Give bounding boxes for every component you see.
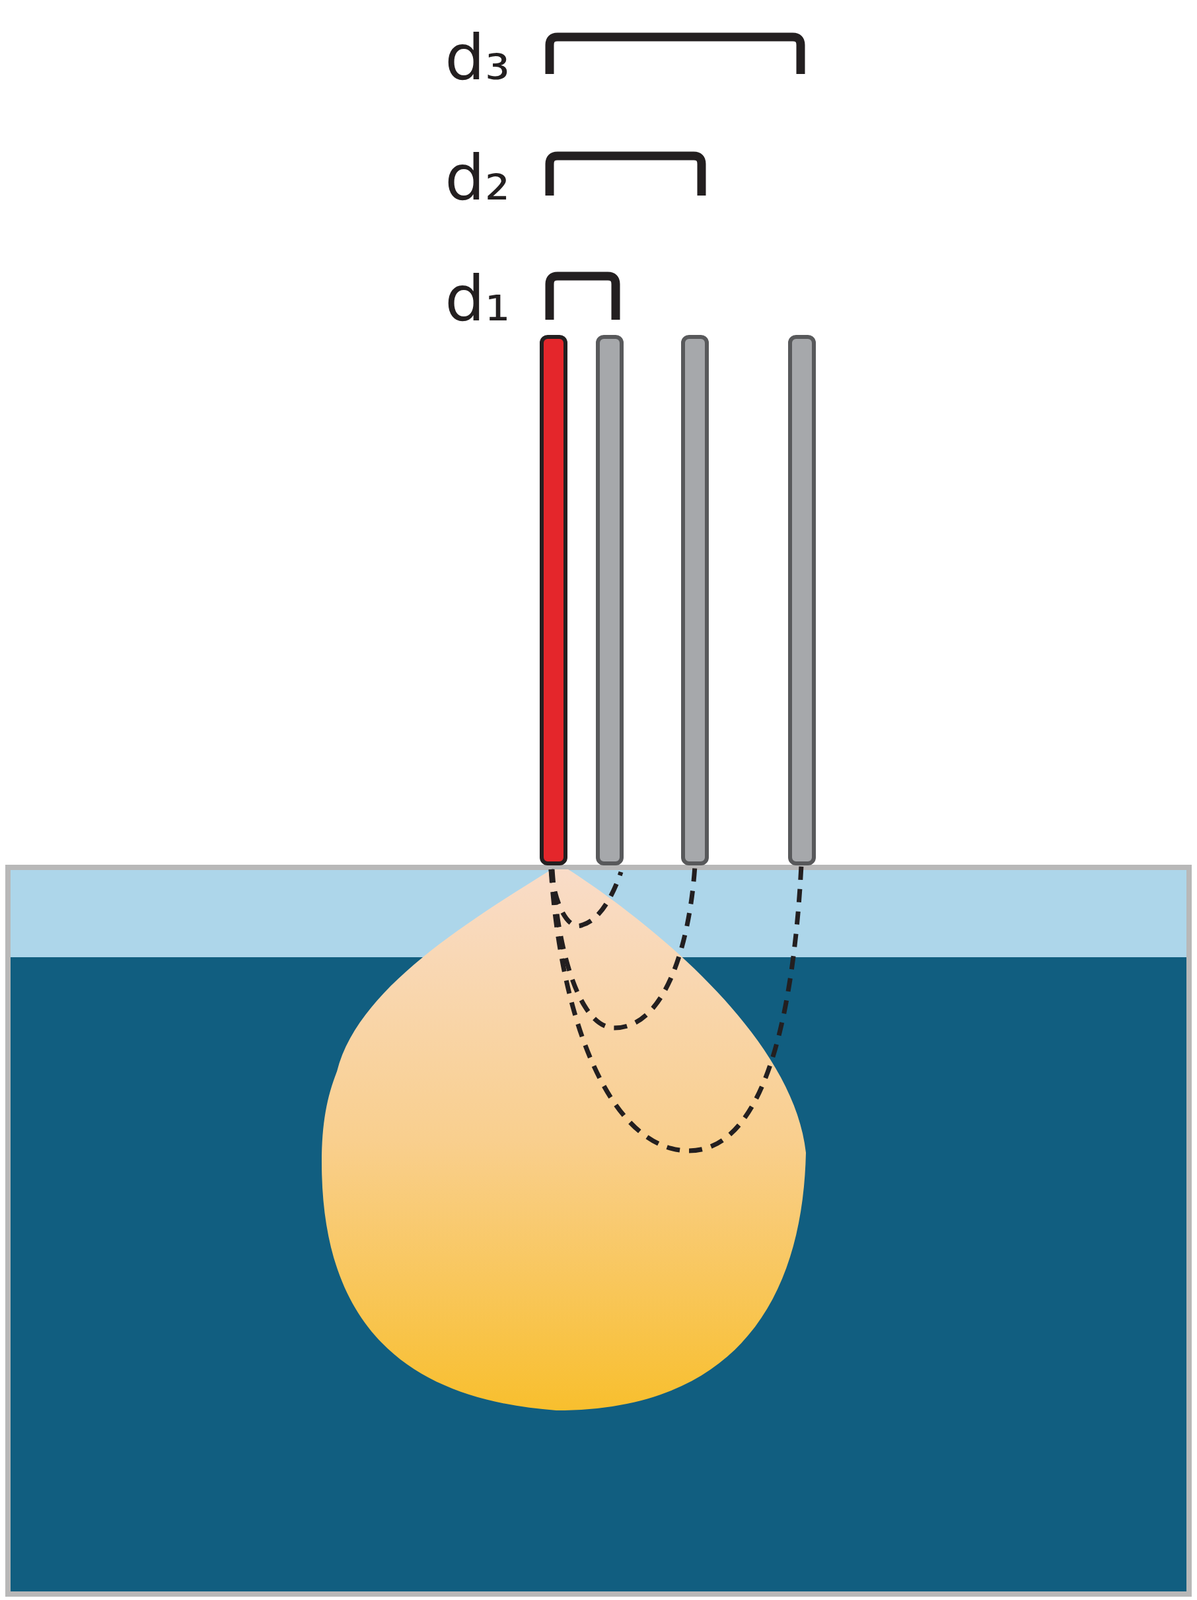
brackets	[549, 36, 801, 320]
distance-bracket	[549, 36, 801, 74]
detector-probe	[790, 336, 814, 864]
tissue	[7, 867, 1190, 1595]
light-paths	[550, 865, 802, 1151]
source-probe	[541, 336, 566, 864]
distance-label: d₁	[445, 267, 510, 331]
detector-probe	[683, 336, 707, 864]
distance-bracket	[549, 155, 702, 196]
detector-probe	[597, 336, 622, 864]
sensitivity-region	[321, 869, 806, 1411]
distance-label: d₂	[445, 146, 510, 210]
light-path	[550, 869, 621, 927]
distance-bracket	[549, 276, 616, 320]
light-path	[550, 865, 802, 1151]
distance-label: d₃	[445, 26, 510, 90]
